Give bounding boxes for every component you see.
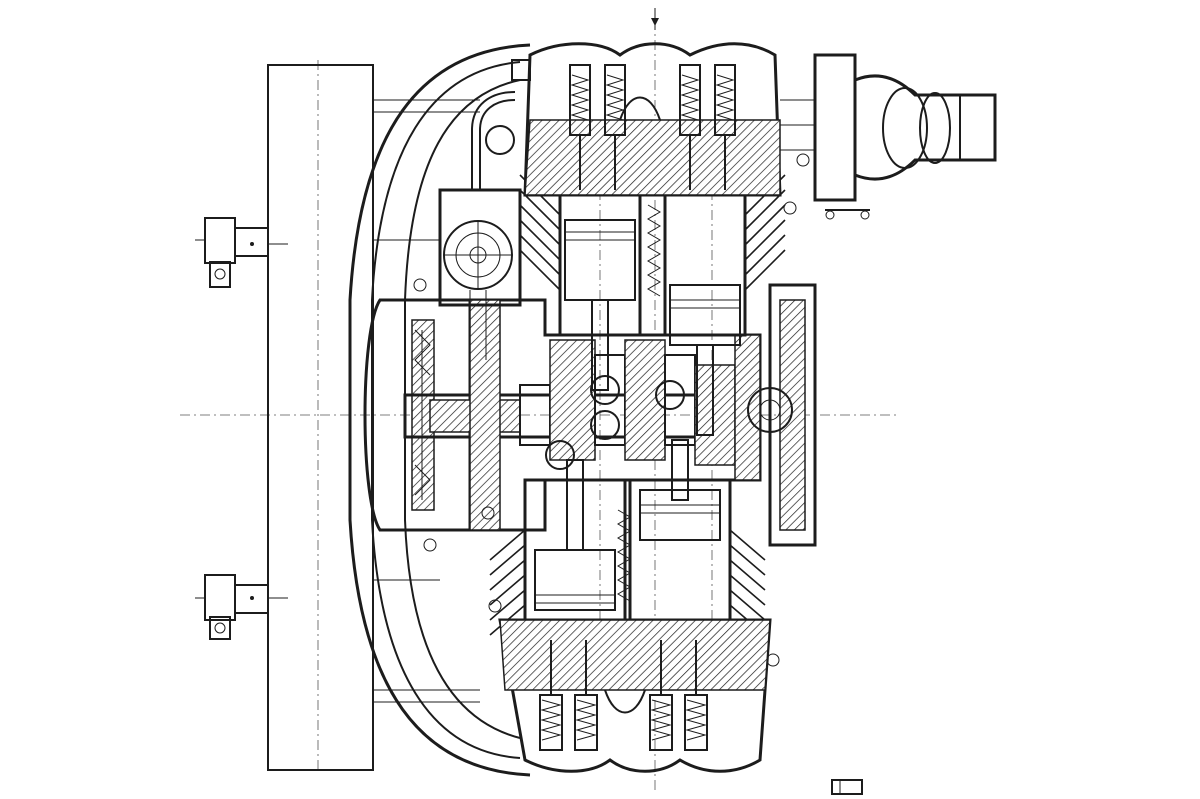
oil-line (471, 59, 531, 190)
flywheel (747, 283, 817, 547)
cylinder-lower-right (628, 439, 732, 622)
crankshaft (403, 339, 747, 470)
mount-bracket-lower (195, 574, 288, 640)
pushrod-springs (617, 204, 661, 602)
cylinder-head-lower (498, 618, 772, 773)
valve-springs-upper (569, 64, 736, 190)
cylinder-lower-left (523, 459, 627, 622)
section-marker-top (651, 8, 659, 30)
cylinder-upper-right (663, 193, 747, 436)
fan-housing (363, 298, 472, 532)
corner-fitting (831, 779, 863, 795)
valve-springs-lower (539, 640, 708, 751)
distributor (438, 188, 522, 360)
exhaust-assembly (780, 53, 997, 220)
mount-bracket-upper (195, 217, 288, 288)
bolts (413, 153, 810, 667)
cylinder-head-upper (523, 42, 782, 197)
cooling-fins-upper (519, 174, 786, 291)
